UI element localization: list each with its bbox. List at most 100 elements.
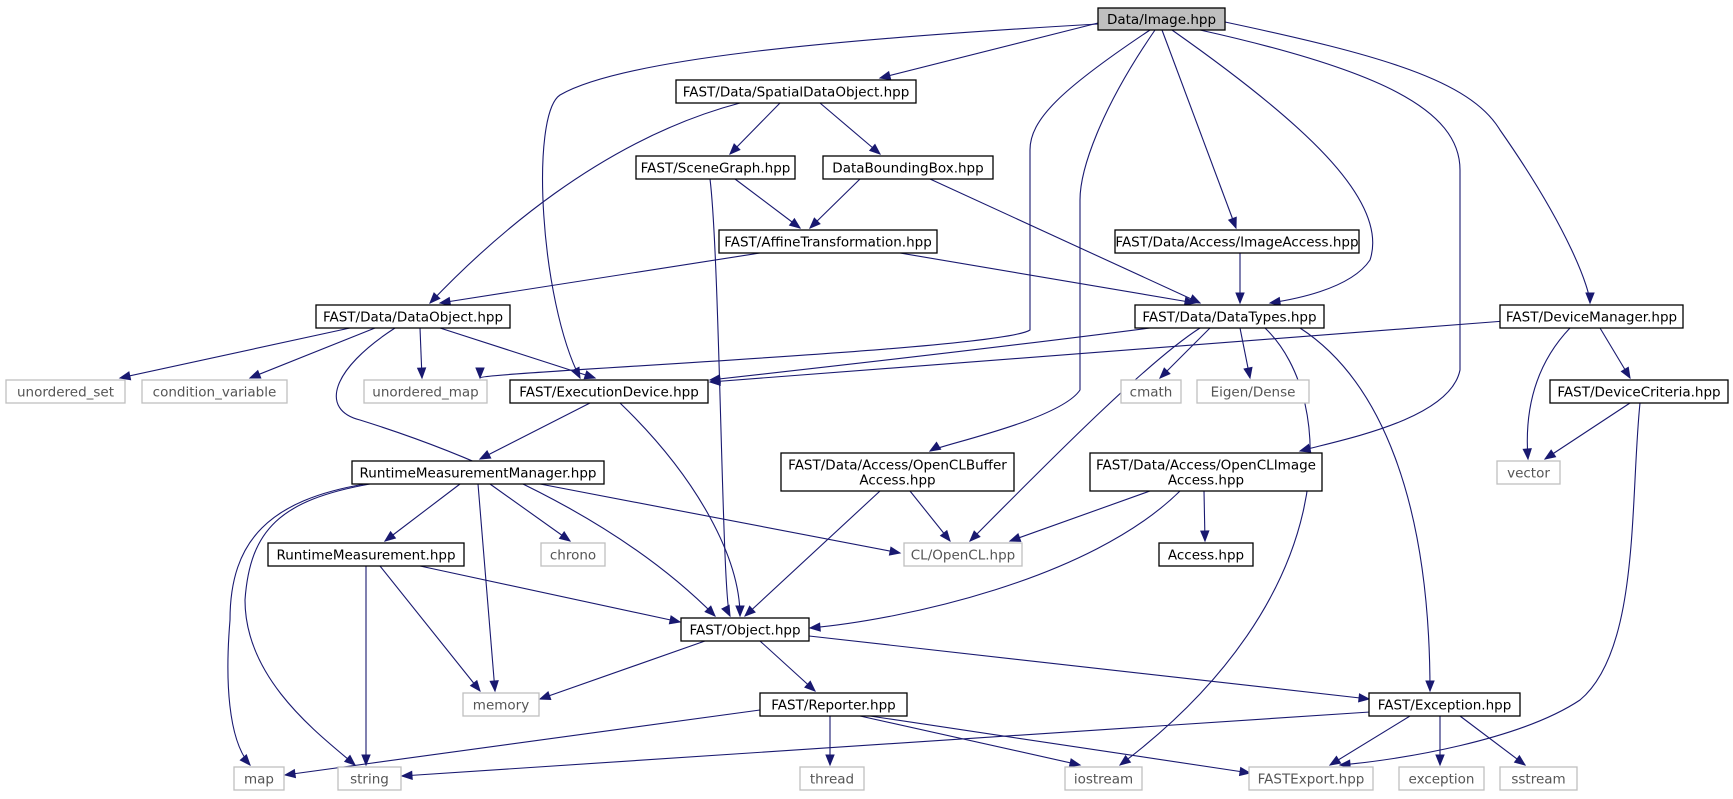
edge-datatypes-eigen [1239, 327, 1253, 380]
arrowhead [1522, 448, 1532, 461]
edge-line [879, 22, 1099, 79]
node-scenegraph[interactable]: FAST/SceneGraph.hpp [635, 155, 796, 180]
node-root[interactable]: Data/Image.hpp [1097, 7, 1226, 31]
edge-devcrit-vector [1543, 402, 1631, 460]
node-imageaccess[interactable]: FAST/Data/Access/ImageAccess.hpp [1114, 229, 1360, 254]
edge-rtmm-chrono [489, 483, 572, 542]
node-exception: exception [1398, 766, 1485, 791]
edge-line [542, 23, 1099, 379]
node-box [141, 379, 288, 404]
edge-spatial-bbox [819, 102, 882, 155]
edge-spatial-dataobject [429, 102, 741, 304]
node-map: map [233, 766, 285, 791]
node-datatypes[interactable]: FAST/Data/DataTypes.hpp [1134, 304, 1325, 329]
node-box [267, 542, 465, 567]
edge-line [709, 320, 1506, 383]
edge-execdev-rtmm [478, 402, 591, 460]
arrowhead [878, 70, 892, 81]
edge-root-clbuffer [928, 29, 1156, 452]
arrowhead [283, 768, 297, 779]
edge-reporter-map [283, 709, 761, 779]
node-unordered-set: unordered_set [5, 379, 126, 404]
edge-datatypes-execdev [708, 327, 1151, 384]
node-box [1549, 379, 1729, 404]
node-label: FAST/AffineTransformation.hpp [724, 235, 932, 251]
node-exception-hpp[interactable]: FAST/Exception.hpp [1368, 692, 1521, 717]
edge-line [379, 565, 481, 692]
arrowhead [469, 679, 481, 693]
edge-line [969, 327, 1201, 542]
arrowhead [478, 450, 492, 460]
node-label: Access.hpp [1168, 548, 1244, 564]
node-affine[interactable]: FAST/AffineTransformation.hpp [718, 229, 938, 254]
node-rtm[interactable]: RuntimeMeasurement.hpp [267, 542, 465, 567]
edge-line [1299, 327, 1431, 692]
node-label: Access.hpp [859, 473, 935, 489]
edge-climage-opencl [1008, 490, 1151, 542]
edge-dataobject-object [335, 327, 716, 617]
arrowhead [239, 753, 251, 767]
node-sstream: sstream [1499, 766, 1578, 791]
edge-spatial-scenegraph [729, 102, 781, 155]
edge-exception-hpp-fastexport [1328, 715, 1411, 766]
edge-datatypes-iostream [1118, 327, 1311, 766]
edge-datatypes-cmath [1159, 327, 1211, 379]
arrowhead [729, 143, 741, 155]
edge-line [539, 483, 901, 554]
node-box [462, 692, 540, 717]
edge-line [809, 490, 1181, 629]
node-access[interactable]: Access.hpp [1158, 542, 1254, 567]
node-box [1248, 766, 1374, 791]
node-reporter[interactable]: FAST/Reporter.hpp [759, 692, 908, 717]
arrowhead [788, 217, 802, 229]
node-box [1499, 766, 1578, 791]
node-box [363, 379, 488, 404]
edge-rtmm-memory [477, 483, 499, 693]
edge-line [734, 178, 801, 229]
edge-line [759, 640, 816, 692]
arrowhead [1235, 292, 1245, 305]
node-label: Data/Image.hpp [1107, 12, 1216, 28]
edge-affine-dataobject [438, 252, 761, 307]
arrowhead [1118, 754, 1132, 766]
node-label: exception [1409, 772, 1475, 788]
node-execdev[interactable]: FAST/ExecutionDevice.hpp [509, 379, 709, 404]
node-label: FAST/Object.hpp [689, 623, 800, 639]
arrowhead [704, 605, 716, 617]
edge-line [1544, 402, 1631, 460]
arrowhead [888, 546, 902, 556]
edge-datatypes-exception-hpp [1299, 327, 1435, 693]
edge-imageaccess-datatypes [1235, 253, 1245, 305]
node-box [1398, 766, 1485, 791]
node-label: FAST/Data/SpatialDataObject.hpp [683, 85, 910, 101]
node-unordered-map: unordered_map [363, 379, 488, 404]
edge-execdev-object [619, 402, 745, 618]
node-dataobject[interactable]: FAST/Data/DataObject.hpp [315, 304, 511, 329]
arrowhead [1585, 292, 1595, 305]
edge-line [227, 483, 366, 766]
edge-line [244, 483, 371, 766]
edge-dataobject-unordered-map [416, 327, 427, 380]
arrowhead [809, 217, 821, 229]
edge-line [899, 252, 1196, 304]
node-label: Eigen/Dense [1211, 385, 1296, 401]
arrowhead [1620, 366, 1631, 380]
node-box [1089, 452, 1323, 492]
node-bbox[interactable]: DataBoundingBox.hpp [822, 155, 994, 180]
node-spatial[interactable]: FAST/Data/SpatialDataObject.hpp [675, 79, 917, 104]
arrowhead [118, 371, 132, 381]
node-devcrit[interactable]: FAST/DeviceCriteria.hpp [1549, 379, 1729, 404]
arrowhead [735, 605, 745, 618]
edge-line [1199, 29, 1461, 452]
arrowhead [489, 680, 499, 693]
node-label: FAST/ExecutionDevice.hpp [519, 385, 699, 401]
edge-root-datatypes [1171, 29, 1374, 307]
node-rtmm[interactable]: RuntimeMeasurementManager.hpp [351, 460, 605, 485]
node-object[interactable]: FAST/Object.hpp [680, 617, 810, 642]
node-eigen: Eigen/Dense [1196, 379, 1310, 404]
arrowhead [1227, 216, 1237, 230]
node-devmgr[interactable]: FAST/DeviceManager.hpp [1499, 304, 1684, 329]
node-box [1496, 460, 1561, 485]
